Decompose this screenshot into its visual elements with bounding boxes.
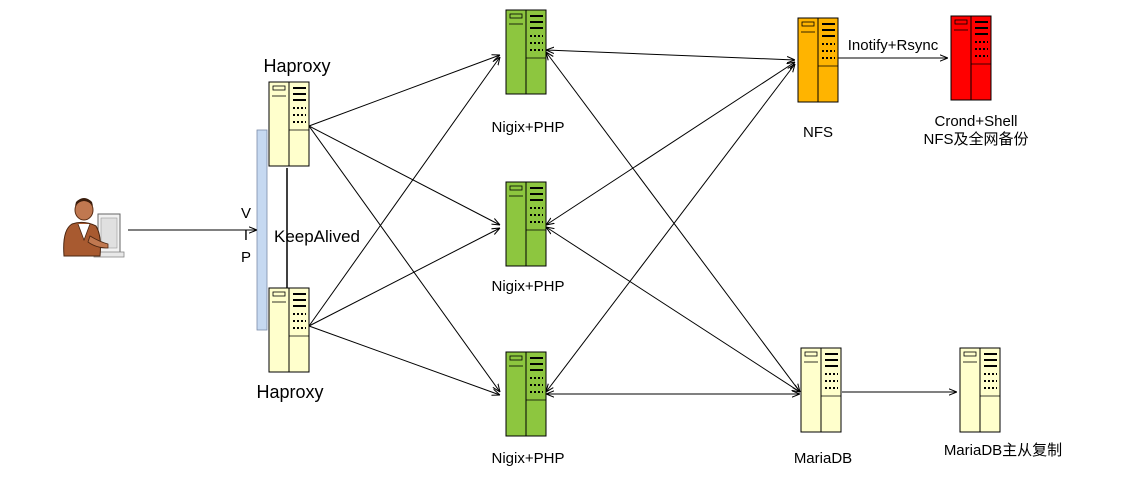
- edges: [128, 50, 957, 395]
- vip-letter-p: P: [241, 249, 251, 266]
- vip-letter-i: I: [244, 227, 248, 244]
- vip-bar: [256, 129, 268, 331]
- mariadb-server: [800, 347, 842, 433]
- web-2-label: Nigix+PHP: [492, 278, 565, 295]
- edge-web3-nfs: [546, 64, 795, 392]
- web-server-3: [505, 351, 547, 437]
- haproxy-top-label: Haproxy: [263, 56, 330, 76]
- mariadb-replica-label: MariaDB主从复制: [944, 441, 1062, 459]
- edge-ha1-web3: [308, 125, 500, 392]
- nfs-label: NFS: [803, 124, 833, 141]
- backup-server: [950, 15, 992, 101]
- haproxy-top-server: [268, 81, 310, 167]
- nfs-server: [797, 17, 839, 103]
- backup-label-line1: Crond+Shell: [935, 113, 1018, 130]
- vip-letter-v: V: [241, 205, 251, 222]
- mariadb-replica-server: [959, 347, 1001, 433]
- keepalived-label: KeepAlived: [274, 227, 360, 246]
- edge-ha2-web1: [308, 57, 500, 327]
- web-3-label: Nigix+PHP: [492, 450, 565, 467]
- edge-ha1-web1: [308, 55, 500, 127]
- inotify-rsync-label: Inotify+Rsync: [848, 37, 939, 54]
- web-server-2: [505, 181, 547, 267]
- edge-web2-nfs: [546, 62, 795, 225]
- edge-ha2-web2: [308, 228, 500, 327]
- haproxy-bottom-label: Haproxy: [256, 382, 323, 402]
- web-1-label: Nigix+PHP: [492, 119, 565, 136]
- edge-ha1-web2: [308, 125, 500, 225]
- backup-label-line2: NFS及全网备份: [923, 130, 1028, 148]
- edge-ha2-web3: [308, 325, 500, 395]
- user-at-computer-icon: [63, 198, 125, 258]
- haproxy-bottom-server: [268, 287, 310, 373]
- edge-web2-db: [546, 227, 800, 392]
- mariadb-label: MariaDB: [794, 450, 852, 467]
- web-server-1: [505, 9, 547, 95]
- edge-web1-nfs: [546, 50, 795, 60]
